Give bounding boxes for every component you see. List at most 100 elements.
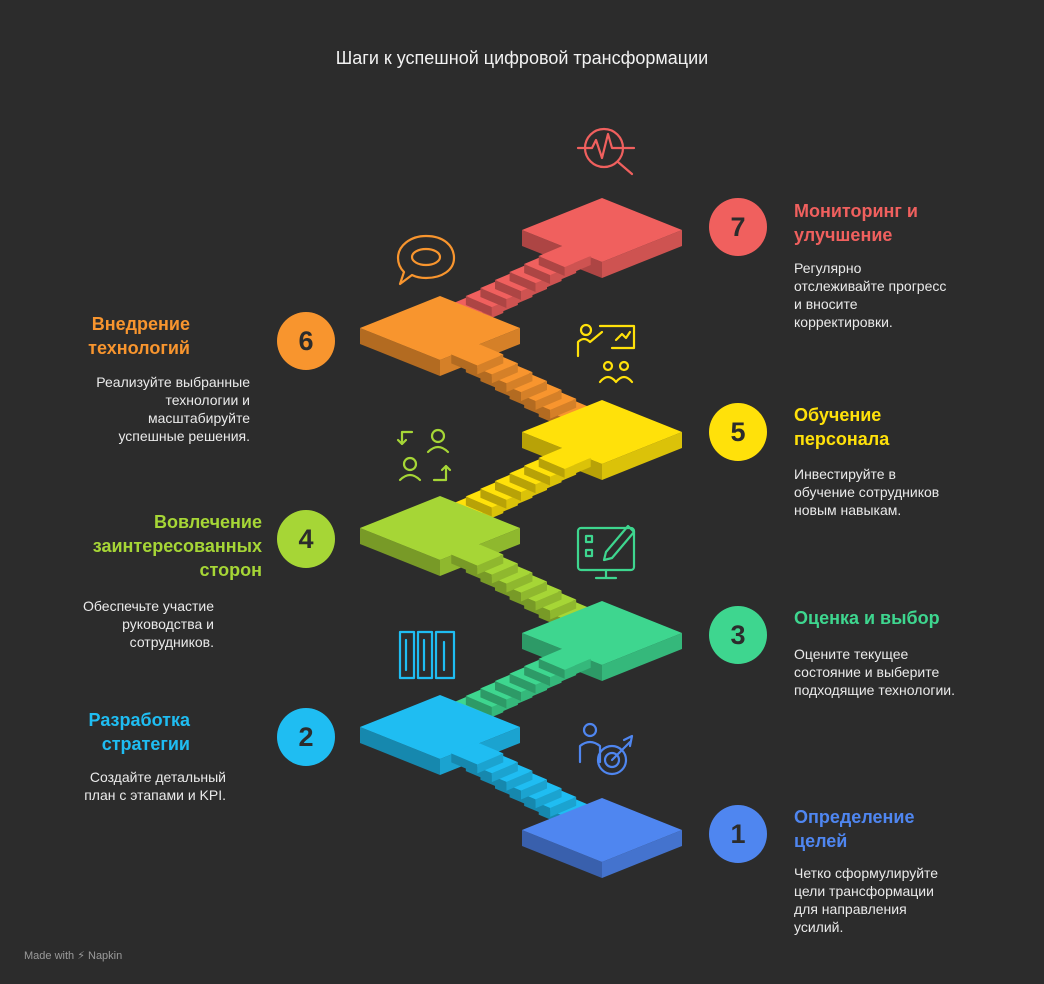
pulse-magnifier-icon (576, 127, 636, 176)
step-4-title: Вовлечение заинтересованных сторон (92, 512, 262, 580)
speech-bubble-icon (396, 234, 456, 286)
landing-4-top (360, 496, 520, 560)
flight-2 (451, 647, 591, 724)
landing-4-left-face (360, 528, 440, 576)
flight-5-step-front (477, 354, 504, 375)
presentation-teacher-icon (576, 323, 636, 384)
step-6-description: Реализуйте выбранные технологии и масшта… (96, 374, 250, 444)
flight-1-step-front (506, 770, 533, 791)
flight-4-step-side (509, 473, 536, 494)
landing-3-right-face (602, 633, 682, 681)
flight-4-step-side (524, 465, 551, 486)
flight-6-step-side (495, 280, 521, 300)
flight-1-step-front (521, 779, 547, 800)
flight-4-step-side (465, 496, 492, 517)
flight-5-step-front (491, 363, 518, 384)
step-5-title: Обучение персонала (794, 405, 890, 449)
step-2-title: Разработка стратегии (88, 710, 190, 754)
step-7-number: 7 (709, 198, 767, 256)
step-6-title: Внедрение технологий (88, 314, 190, 358)
landing-2-left-face (360, 727, 440, 775)
flight-3-step-top (451, 543, 504, 566)
step-1-description: Четко сформулируйте цели трансформации д… (794, 865, 939, 935)
flight-5-step-side (451, 354, 478, 375)
step-4-description: Обеспечьте участие руководства и сотрудн… (83, 598, 214, 650)
step-2-number: 2 (277, 708, 335, 766)
footer: Made with ⚡ Napkin (24, 949, 122, 962)
flight-6-step-side (509, 272, 536, 292)
flight-6-step-top (538, 245, 591, 267)
flight-3-step-front (506, 572, 533, 593)
flight-5 (451, 343, 591, 428)
landing-2-top (360, 695, 520, 759)
flight-1-step-front (477, 753, 504, 774)
flight-1-step-front (491, 762, 518, 783)
landing-1-right-face (602, 830, 682, 878)
flight-6-step-side (465, 296, 492, 316)
step-2-description: Создайте детальный план с этапами и KPI. (84, 769, 226, 803)
step-5-number: 5 (709, 403, 767, 461)
footer-made-with: Made with (24, 950, 75, 962)
napkin-logo-icon: ⚡ (77, 950, 85, 962)
flight-4-step-side (480, 488, 507, 509)
flight-3-step-front (477, 554, 504, 575)
flight-5-step-front (506, 372, 533, 393)
flight-6-step-side (480, 288, 507, 308)
flight-5-step-front (521, 381, 547, 401)
footer-brand: Napkin (88, 950, 123, 962)
landing-6-left-face (360, 328, 440, 376)
flight-2-step-side (524, 666, 551, 687)
landing-5-top (522, 400, 682, 464)
step-7-title: Мониторинг и улучшение (794, 201, 918, 245)
step-6-number: 6 (277, 312, 335, 370)
step-7-description: Регулярно отслеживайте прогресс и вносит… (794, 260, 947, 330)
roadmap-columns-icon (398, 630, 456, 680)
flight-1-step-front (550, 796, 577, 817)
flight-3-step-front (535, 590, 562, 611)
flight-2-step-front (564, 658, 591, 679)
flight-2-step-top (538, 647, 591, 670)
checklist-monitor-icon (576, 524, 636, 580)
flight-1-step-top (451, 742, 504, 765)
flight-2-step-side (495, 681, 521, 701)
step-1-number: 1 (709, 805, 767, 863)
flight-4-step-side (538, 457, 565, 478)
flight-6 (451, 245, 591, 324)
flight-3-step-front (521, 581, 547, 602)
flight-4 (451, 446, 591, 525)
flight-4-step-side (495, 481, 521, 501)
step-3-title: Оценка и выбор (794, 608, 940, 628)
landing-6-top (360, 296, 520, 360)
step-3-number: 3 (709, 606, 767, 664)
flight-5-step-top (451, 343, 504, 366)
flight-2-step-side (538, 658, 565, 679)
landing-7-right-face (602, 230, 682, 278)
flight-6-step-front (564, 256, 591, 276)
flight-6-step-side (524, 264, 551, 284)
flight-1 (451, 742, 591, 826)
step-1-title: Определение целей (794, 807, 915, 851)
flight-6-step-side (538, 256, 565, 276)
step-3-description: Оцените текущее состояние и выберите под… (794, 646, 956, 698)
flight-3-step-side (451, 554, 478, 575)
flight-4-step-front (564, 457, 591, 478)
flight-1-step-side (451, 753, 478, 774)
landing-5-right-face (602, 432, 682, 480)
step-4-number: 4 (277, 510, 335, 568)
landing-7-top (522, 198, 682, 262)
landing-1 (522, 798, 682, 878)
flight-2-step-side (509, 673, 536, 694)
people-exchange-icon (396, 428, 452, 482)
flight-1-step-front (535, 788, 562, 809)
flight-2-step-side (480, 688, 507, 709)
flight-5-step-front (535, 389, 562, 410)
flight-4-step-top (538, 446, 591, 469)
landing-1-left-face (522, 830, 602, 878)
flight-2-step-side (465, 695, 492, 716)
flight-3 (451, 543, 591, 629)
flight-3-step-front (550, 599, 577, 620)
flight-5-step-front (550, 398, 577, 419)
target-person-icon (578, 722, 634, 776)
